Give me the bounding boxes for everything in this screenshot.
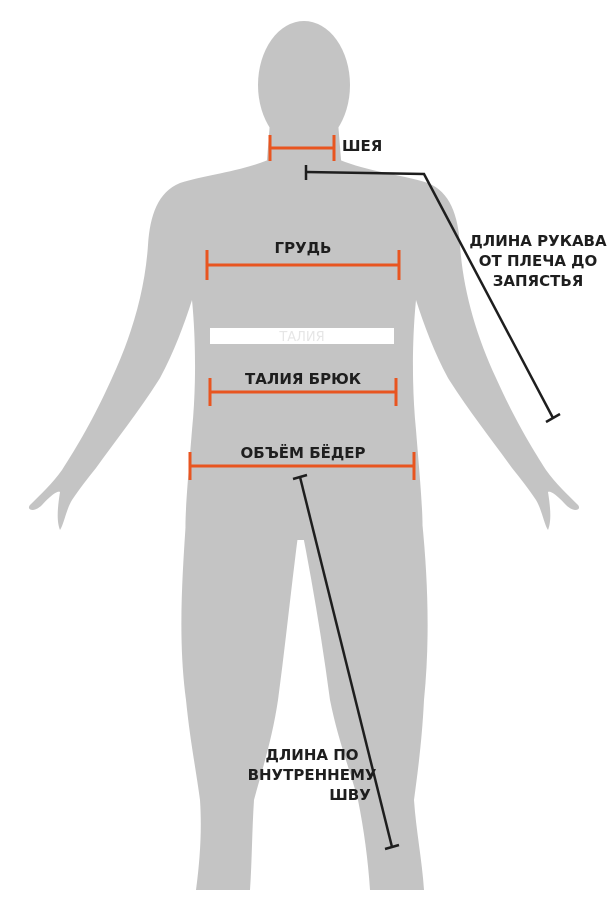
neck-label: ШЕЯ [342, 137, 382, 155]
trouser-waist-measure [208, 378, 398, 406]
chest-label: ГРУДЬ [275, 239, 332, 257]
chest-measure [205, 250, 401, 280]
hips-measure [188, 452, 416, 480]
hips-label: ОБЪЁМ БЁДЕР [241, 443, 366, 462]
sleeve-label-line3: ЗАПЯСТЬЯ [493, 272, 584, 290]
left-leg [181, 520, 300, 890]
inseam-label-line2: ВНУТРЕННЕМУ [248, 766, 377, 784]
head [258, 21, 350, 149]
right-leg [300, 520, 428, 890]
waist-label: ТАЛИЯ [278, 330, 324, 345]
waist-gap [210, 328, 394, 344]
trouser-waist-label: ТАЛИЯ БРЮК [245, 370, 362, 388]
inseam-measure [292, 473, 400, 851]
sleeve-label-line1: ДЛИНА РУКАВА [469, 232, 607, 250]
inseam-label-line1: ДЛИНА ПО [265, 746, 358, 764]
sleeve-label-line2: ОТ ПЛЕЧА ДО [479, 252, 598, 270]
sleeve-measure [304, 165, 561, 424]
torso-and-arms [28, 160, 580, 540]
body-silhouette [28, 21, 580, 890]
neck-measure [268, 135, 336, 161]
inseam-label-line3: ШВУ [329, 786, 371, 804]
